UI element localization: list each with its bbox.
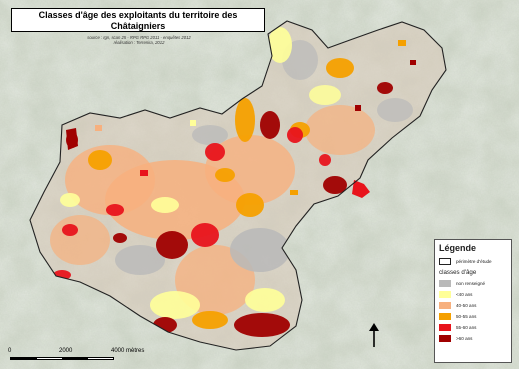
legend-perimeter-row: périmètre d'étude xyxy=(439,256,507,266)
parcel xyxy=(151,197,179,213)
parcel xyxy=(50,215,110,265)
legend-class-label: 50-55 ans xyxy=(456,313,477,319)
source-line1: source : Ign, scan 25 - RPG RPG 2011 - e… xyxy=(87,35,191,40)
legend-class-swatch xyxy=(439,323,451,331)
parcel xyxy=(309,85,341,105)
parcel xyxy=(323,176,347,194)
legend-perimeter-label: périmètre d'étude xyxy=(456,258,492,264)
study-zone xyxy=(29,20,447,351)
parcel xyxy=(205,143,225,161)
legend-class-row: non renseigné xyxy=(439,278,507,288)
scale-label-0: 0 xyxy=(8,348,12,354)
scale-segment xyxy=(62,358,88,359)
parcel xyxy=(319,154,331,166)
legend: Légende périmètre d'étude classes d'âge … xyxy=(434,239,512,363)
parcel xyxy=(260,111,280,139)
parcel-west xyxy=(66,128,78,150)
scale-segment xyxy=(87,358,113,359)
parcel xyxy=(191,223,219,247)
parcel xyxy=(190,120,196,126)
parcel-east xyxy=(352,180,370,198)
parcel xyxy=(287,127,303,143)
parcel xyxy=(230,228,290,272)
parcel xyxy=(236,193,264,217)
parcel xyxy=(377,98,413,122)
parcel xyxy=(215,168,235,182)
legend-class-label: <40 ans xyxy=(456,291,473,297)
legend-class-row: 55-60 ans xyxy=(439,322,507,332)
parcel xyxy=(60,193,80,207)
scale-segment xyxy=(11,358,37,359)
parcel xyxy=(290,190,298,195)
legend-class-swatch xyxy=(439,312,451,320)
map-title-line1: Classes d'âge des exploitants du territo… xyxy=(38,10,238,20)
parcel xyxy=(192,311,228,329)
legend-class-label: 55-60 ans xyxy=(456,324,477,330)
parcel xyxy=(355,105,361,111)
parcel xyxy=(156,231,188,259)
parcel xyxy=(95,125,102,131)
parcel xyxy=(150,291,200,319)
parcel xyxy=(410,60,416,65)
parcel xyxy=(65,145,155,215)
legend-class-row: >60 ans xyxy=(439,333,507,343)
parcel xyxy=(113,233,127,243)
map-title: Classes d'âge des exploitants du territo… xyxy=(11,8,265,32)
parcel xyxy=(305,105,375,155)
scale-bar: 0 2000 4000 mètres xyxy=(7,348,167,364)
source-note: source : Ign, scan 25 - RPG RPG 2011 - e… xyxy=(44,35,234,45)
parcel xyxy=(245,288,285,312)
parcel xyxy=(62,224,78,236)
legend-class-swatch xyxy=(439,290,451,298)
legend-class-label: >60 ans xyxy=(456,335,473,341)
legend-title: Légende xyxy=(439,243,477,253)
legend-class-label: non renseigné xyxy=(456,280,486,286)
scale-segment xyxy=(36,358,62,359)
parcel xyxy=(192,125,228,145)
north-arrow-icon xyxy=(369,323,379,347)
parcel xyxy=(115,245,165,275)
parcel xyxy=(326,58,354,78)
map-title-line2: Châtaigniers xyxy=(110,20,166,31)
parcel xyxy=(106,204,124,216)
scale-bar-graphic xyxy=(10,357,114,360)
legend-class-row: 40-50 ans xyxy=(439,300,507,310)
source-line2: réalisation : Terrenira, 2012 xyxy=(113,40,165,46)
legend-class-swatch xyxy=(439,334,451,342)
parcel xyxy=(205,135,295,205)
parcel xyxy=(235,98,255,142)
legend-class-swatch xyxy=(439,279,451,287)
parcel xyxy=(398,40,406,46)
legend-class-row: <40 ans xyxy=(439,289,507,299)
parcel xyxy=(140,170,148,176)
parcel xyxy=(88,150,112,170)
legend-class-swatch xyxy=(439,301,451,309)
legend-class-row: 50-55 ans xyxy=(439,311,507,321)
legend-classes: non renseigné <40 ans 40-50 ans 50-55 an… xyxy=(439,278,507,343)
legend-class-label: 40-50 ans xyxy=(456,302,477,308)
legend-perimeter-swatch xyxy=(439,257,451,265)
legend-classes-title: classes d'âge xyxy=(439,269,477,276)
study-perimeter xyxy=(29,20,447,351)
parcel xyxy=(234,313,290,337)
scale-label-4000: 4000 mètres xyxy=(111,348,145,354)
parcel xyxy=(268,27,292,63)
scale-label-2000: 2000 xyxy=(59,348,73,354)
parcel-patches xyxy=(50,27,416,337)
parcel xyxy=(377,82,393,94)
